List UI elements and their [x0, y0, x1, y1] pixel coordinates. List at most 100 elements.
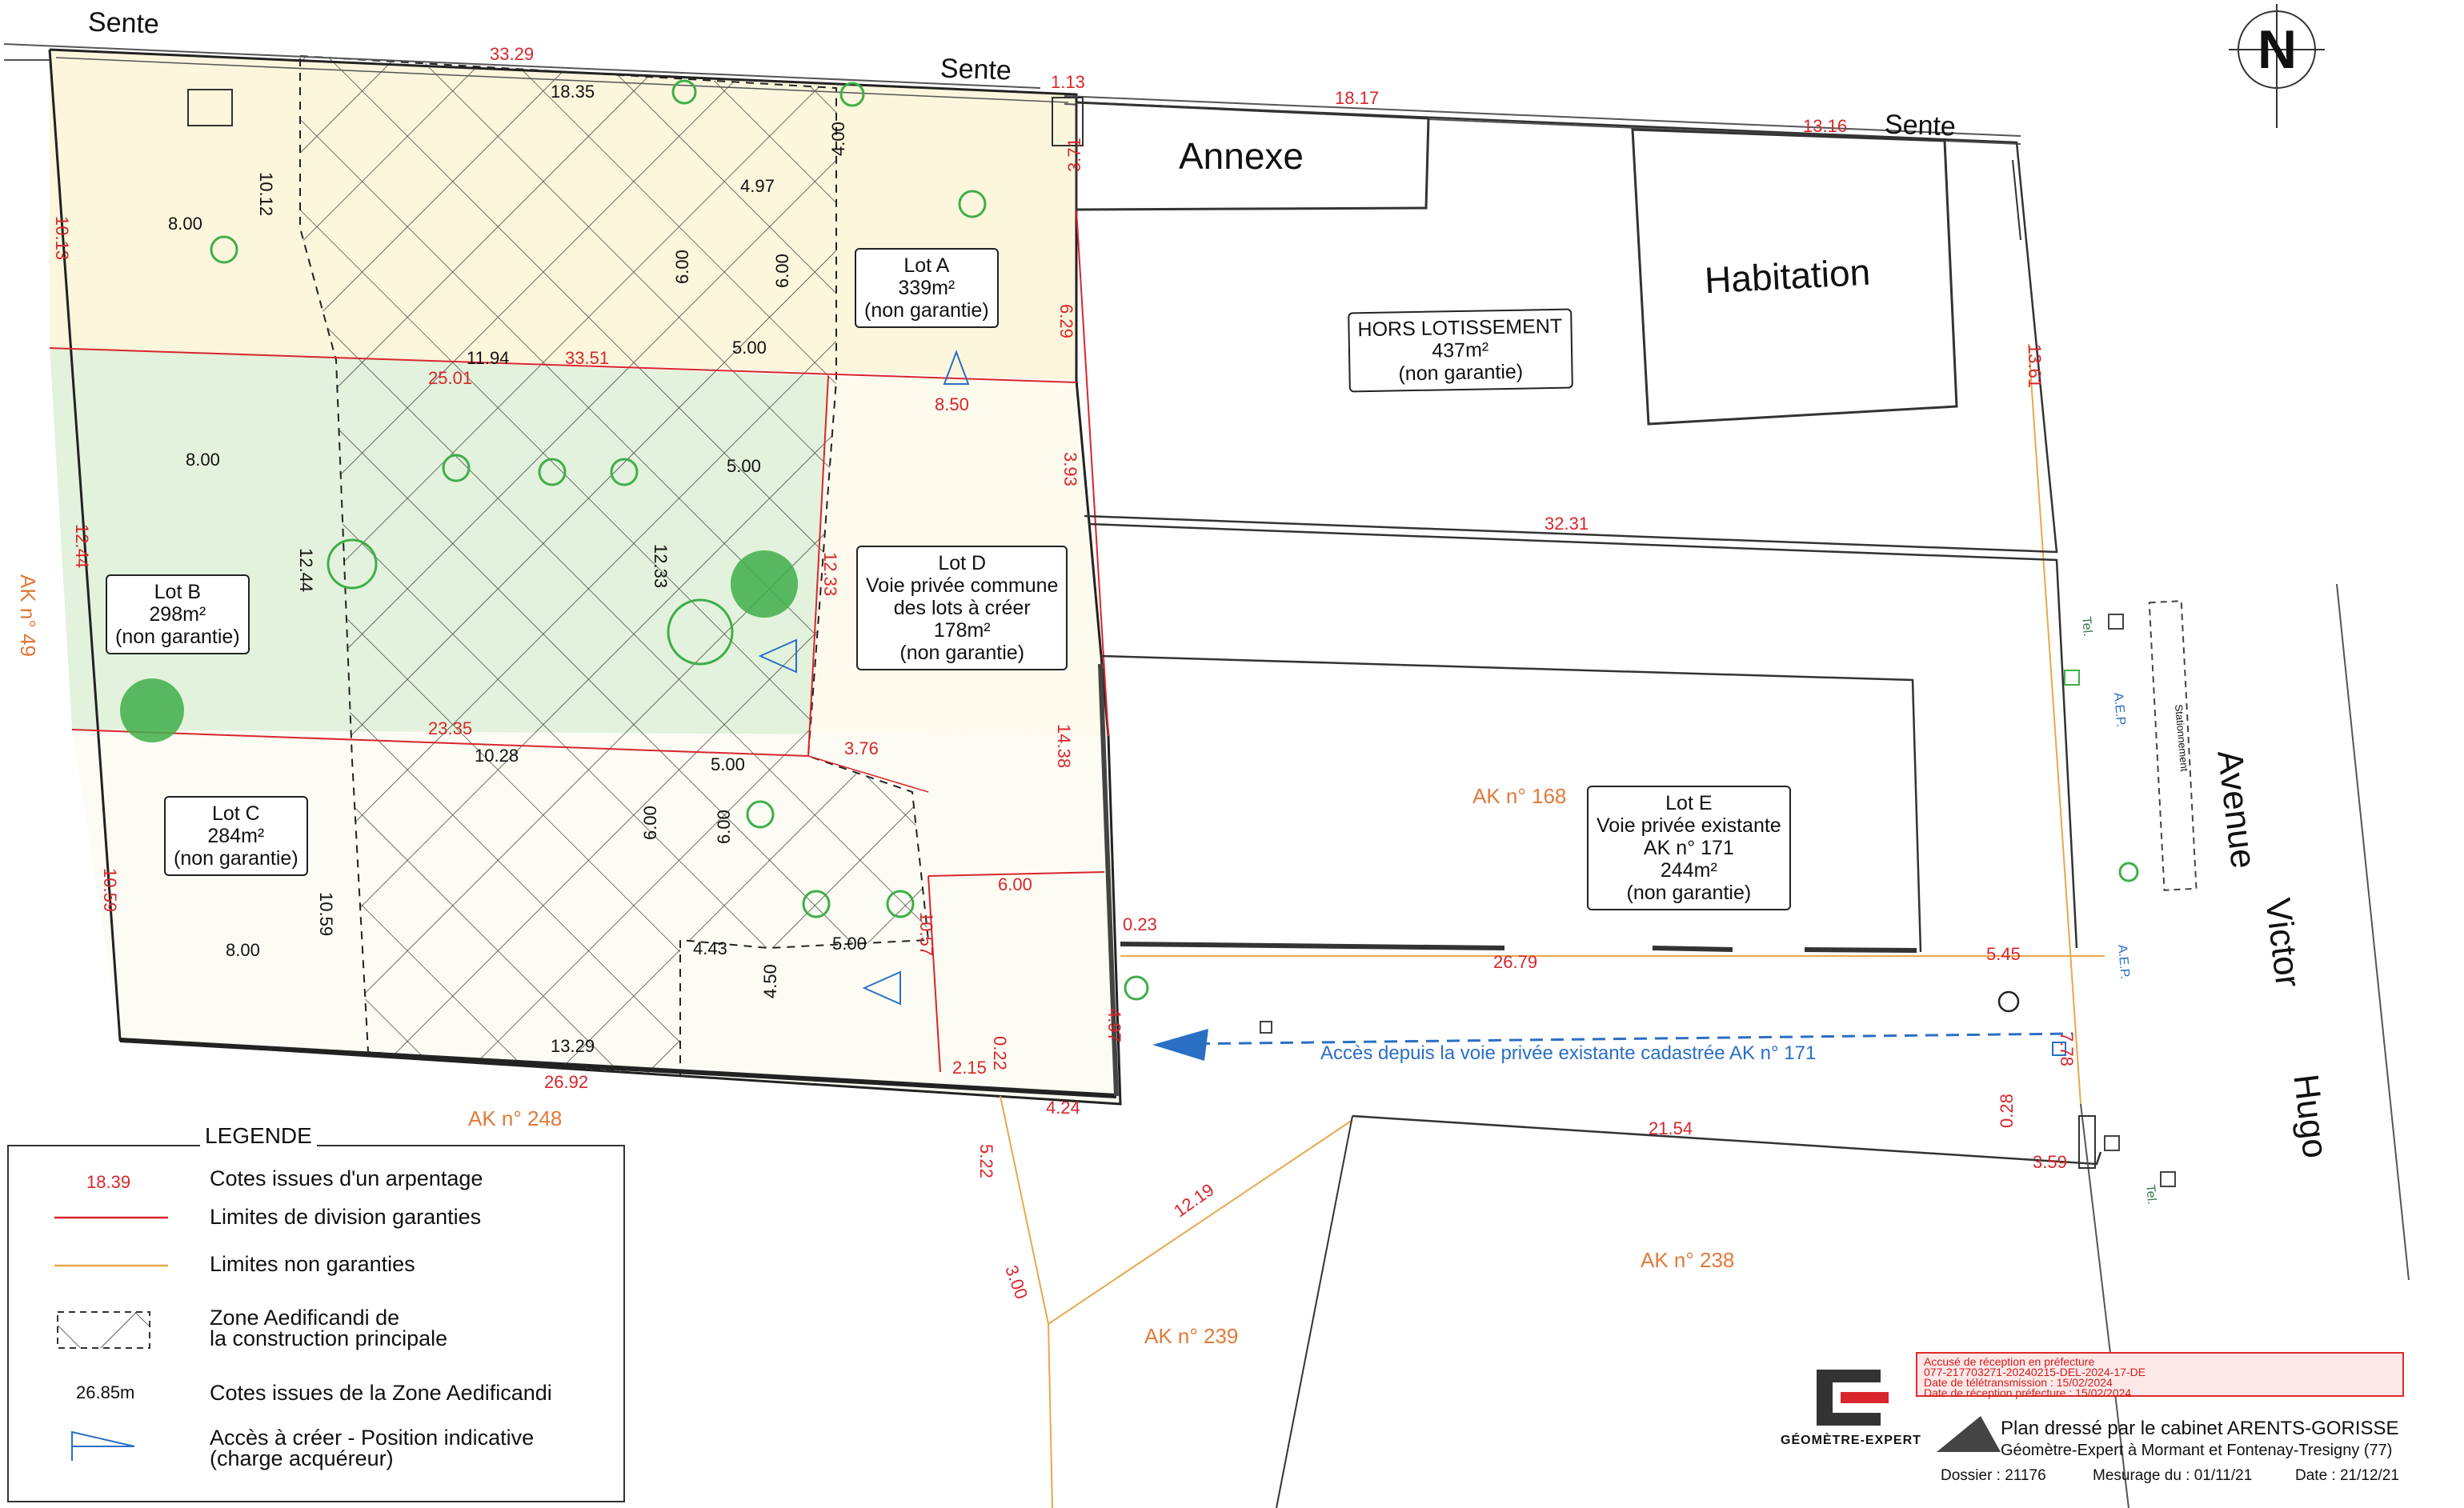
dimension-label: 4.50: [760, 964, 780, 998]
utility-circle-icon: [1997, 990, 2020, 1013]
dimension-label: 5.00: [832, 934, 867, 954]
limit-south-parcels-2: [1048, 1119, 1353, 1325]
access-arrow-line: [1176, 1032, 2073, 1046]
legend-sample-value: 18.39: [86, 1172, 130, 1192]
lot-a-name: Lot A: [903, 254, 950, 277]
tree-icon: [731, 550, 798, 618]
dimension-label: 5.45: [1986, 944, 2021, 964]
division-ab: [49, 347, 1077, 383]
division-lotd-c2: [928, 875, 941, 1073]
lot-c-name: Lot C: [211, 802, 260, 825]
dimension-label: 12.33: [820, 552, 840, 596]
street-sente-mid: Sente: [940, 53, 1012, 86]
dimension-label: 3.93: [1060, 452, 1080, 486]
dimension-label: 0.23: [1123, 914, 1157, 934]
division-d: [807, 375, 829, 757]
dimension-label: 4.43: [693, 938, 727, 958]
tree-icon: [120, 678, 184, 742]
dimension-label: 12.44: [296, 548, 316, 592]
dimension-label: 18.35: [551, 82, 595, 102]
tree-icon: [210, 235, 238, 264]
dimension-label: 0.28: [1997, 1094, 2017, 1128]
division-lotd-c3: [807, 755, 929, 793]
utility-box-icon: [2104, 1135, 2120, 1151]
dimension-label: 11.94: [467, 348, 509, 368]
hors-side: [2012, 159, 2021, 241]
dimension-label: 4.97: [1104, 1008, 1124, 1042]
tel-label-bottom: Tel.: [2143, 1184, 2159, 1206]
dimension-label: 18.17: [1335, 88, 1379, 108]
tree-icon: [538, 458, 567, 486]
dimension-label: 3.59: [2033, 1152, 2067, 1172]
dimension-label: 7.78: [2057, 1032, 2077, 1066]
lot-e-desc: Voie privée existante: [1597, 814, 1781, 837]
legend-row-acces-1: Accès à créer - Position indicative: [210, 1426, 535, 1450]
utility-box-icon: [2160, 1171, 2176, 1187]
sente-line-2: [1064, 95, 2021, 137]
legend-row-garanties: Limites de division garanties: [210, 1205, 482, 1229]
lot-e-parcel: AK n° 171: [1643, 837, 1734, 859]
annexe-label: Annexe: [1179, 135, 1304, 177]
plot-boundary-double: [55, 57, 1069, 103]
access-icon-c: [862, 970, 901, 1006]
utility-box-icon: [1260, 1021, 1272, 1034]
lot-d-desc-1: Voie privée commune: [866, 574, 1059, 597]
lot-e-wall-2: [1652, 946, 1733, 952]
lot-e-label: Lot E Voie privée existante AK n° 171 24…: [1587, 786, 1791, 910]
dimension-label: 12.33: [651, 544, 671, 588]
tree-icon: [802, 890, 831, 918]
lot-d-label: Lot D Voie privée commune des lots à cré…: [856, 546, 1068, 670]
dimension-label: 10.28: [475, 746, 519, 766]
dimension-label: 6.29: [1056, 304, 1076, 338]
access-arrow-head: [1152, 1029, 1208, 1061]
hors-area-value: 437m²: [1432, 338, 1489, 362]
tree-icon: [746, 800, 775, 829]
legend-row-zone-1: Zone Aedificandi de: [210, 1306, 400, 1330]
limit-nongaranteed-2: [2028, 343, 2081, 1105]
lot-d-note: (non garantie): [899, 642, 1025, 664]
lot-b-name: Lot B: [154, 581, 202, 603]
geometre-expert-label: GÉOMÈTRE-EXPERT: [1781, 1434, 1921, 1447]
stamp-line: Date de télétransmission : 15/02/2024: [1924, 1376, 2113, 1389]
dimension-label: 5.22: [976, 1144, 996, 1178]
dimension-label: 13.16: [1803, 116, 1847, 136]
lot-e-name: Lot E: [1665, 792, 1713, 814]
dimension-label: 4.24: [1046, 1098, 1080, 1118]
hors-name: HORS LOTISSEMENT: [1357, 314, 1563, 342]
stamp-line: 077-217703271-20240215-DEL-2024-17-DE: [1924, 1366, 2146, 1378]
dimension-label: 8.50: [935, 394, 969, 414]
tree-icon: [1124, 975, 1149, 1001]
tree-icon: [886, 890, 915, 918]
dossier-number: Dossier : 21176: [1941, 1467, 2046, 1484]
dimension-label: 32.31: [1545, 514, 1589, 534]
lot-e-wall: [1120, 942, 1505, 950]
parcel-ak168: AK n° 168: [1472, 784, 1567, 808]
lot-e-note: (non garantie): [1626, 882, 1752, 904]
dimension-label: 5.00: [727, 456, 761, 476]
north-arrow-icon: [2229, 4, 2325, 128]
dimension-label: 10.59: [316, 892, 336, 936]
plan-date: Date : 21/12/21: [2295, 1467, 2399, 1484]
dimension-label: 14.38: [1054, 724, 1074, 768]
south-wall: [119, 1038, 1117, 1098]
legend-row-acces-2: (charge acquéreur): [210, 1446, 394, 1470]
aep-label-top: A.E.P.: [2111, 692, 2128, 728]
lot-a-note: (non garantie): [864, 299, 989, 322]
parcel-ak248: AK n° 248: [468, 1106, 563, 1130]
limit-south-parcels: [1000, 1095, 1053, 1508]
wall-post-icon: [1052, 97, 1084, 146]
dimension-label: 10.59: [100, 868, 120, 912]
ak239-boundary: [1276, 1115, 1353, 1508]
sente-line-1: [3, 43, 1041, 89]
ak238-boundary: [1352, 1114, 2102, 1166]
lot-c-note: (non garantie): [174, 847, 298, 870]
prefecture-stamp: Accusé de réception en préfecture 077-21…: [1916, 1352, 2404, 1398]
dimension-label: 5.00: [711, 754, 745, 774]
dimension-label: 10.13: [52, 216, 72, 260]
utility-box-icon: [2108, 614, 2124, 630]
dimension-label: 13.29: [551, 1036, 595, 1056]
lot-d-desc-2: des lots à créer: [893, 597, 1031, 619]
dimension-label: 3.76: [844, 738, 879, 758]
lot-b-note: (non garantie): [115, 626, 240, 648]
dimension-label: 12.44: [72, 524, 92, 568]
